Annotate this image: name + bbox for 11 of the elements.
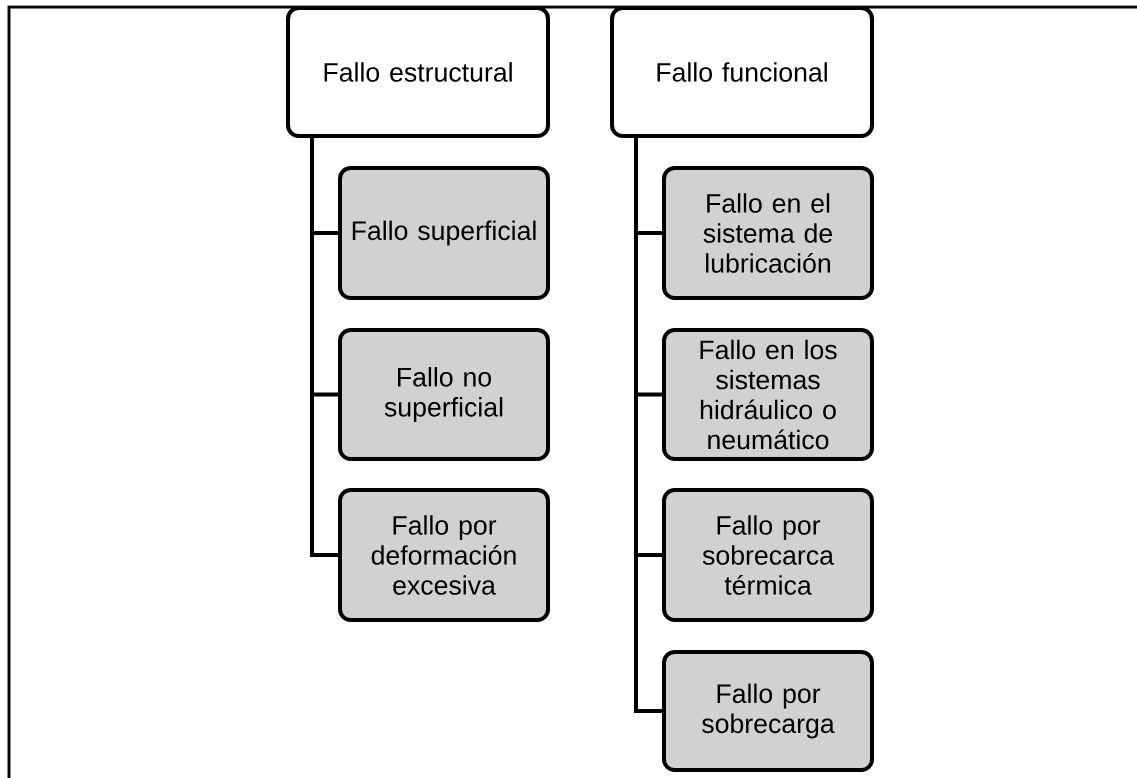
item-box: Fallo por sobrecarga xyxy=(662,650,874,772)
item-box: Fallo en el sistema de lubricación xyxy=(662,166,874,300)
category-box: Fallo estructural xyxy=(286,6,550,138)
category-box: Fallo funcional xyxy=(610,6,874,138)
item-box: Fallo por deformación excesiva xyxy=(338,488,550,622)
item-box: Fallo superficial xyxy=(338,166,550,300)
connector xyxy=(634,136,664,713)
connector xyxy=(310,136,340,557)
item-box: Fallo no superficial xyxy=(338,327,550,462)
item-box: Fallo por sobrecarca térmica xyxy=(662,488,874,622)
item-box: Fallo en los sistemas hidráulico o neumático xyxy=(662,327,874,462)
